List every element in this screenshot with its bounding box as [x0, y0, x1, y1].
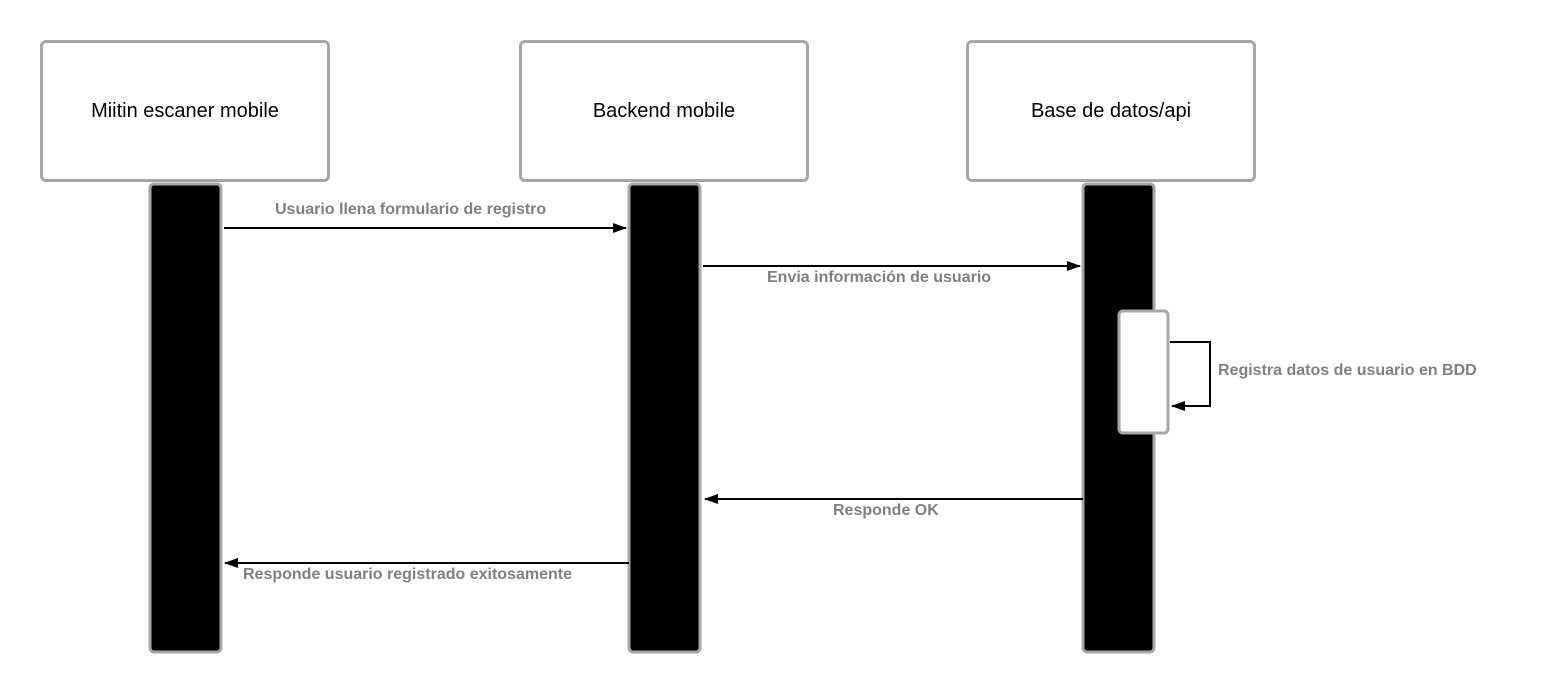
- activation-box: [1117, 309, 1170, 435]
- participant-base-de-datos-api: Base de datos/api: [966, 40, 1256, 182]
- participant-label: Backend mobile: [592, 99, 736, 122]
- participant-backend-mobile: Backend mobile: [519, 40, 809, 182]
- message-label-3: Registra datos de usuario en BDD: [1218, 362, 1477, 379]
- participant-miitin-escaner-mobile: Miitin escaner mobile: [40, 40, 330, 182]
- lifeline-miitin-escaner-mobile: [148, 182, 223, 654]
- message-label-2: Envia información de usuario: [767, 269, 992, 286]
- participant-label: Miitin escaner mobile: [91, 99, 279, 122]
- participant-label: Base de datos/api: [1030, 99, 1192, 122]
- message-arrow-3: [1170, 341, 1211, 411]
- message-label-5: Responde usuario registrado exitosamente: [243, 566, 572, 583]
- lifeline-backend-mobile: [627, 182, 702, 654]
- message-label-1: Usuario llena formulario de registro: [275, 201, 547, 218]
- message-label-4: Responde OK: [833, 502, 939, 519]
